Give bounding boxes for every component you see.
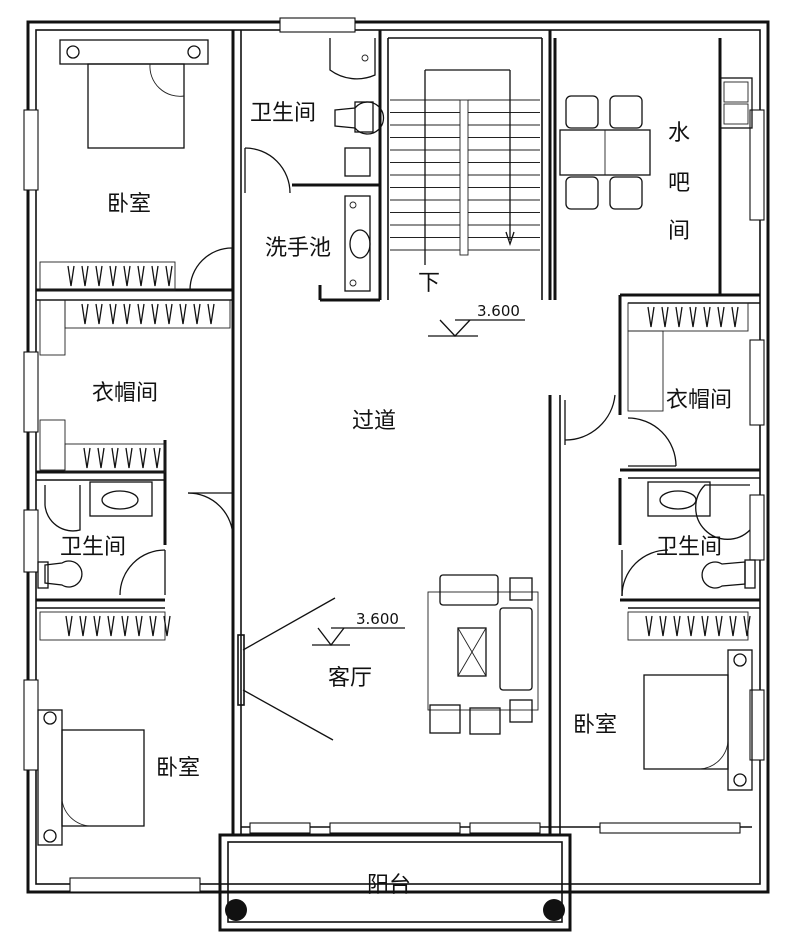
wardrobe-hangers xyxy=(83,447,161,469)
wardrobe-hangers xyxy=(647,306,739,328)
wardrobe-hangers xyxy=(65,615,171,637)
furniture xyxy=(37,39,753,921)
elevation-top: 3.600 xyxy=(477,302,520,320)
room-labels: 卧室 卫生间 洗手池 下 水 吧 间 3.600 过道 衣帽间 衣帽间 卫生间 … xyxy=(60,101,732,898)
elevation-living: 3.600 xyxy=(356,610,399,628)
label-bathroom-right: 卫生间 xyxy=(656,535,722,560)
label-closet-left: 衣帽间 xyxy=(92,381,158,406)
label-water-bar-3: 间 xyxy=(668,219,690,244)
label-stair-down: 下 xyxy=(418,271,440,296)
label-bathroom-left: 卫生间 xyxy=(60,535,126,560)
label-living-room: 客厅 xyxy=(328,666,372,691)
label-closet-right: 衣帽间 xyxy=(666,388,732,413)
label-bathroom-top: 卫生间 xyxy=(250,101,316,126)
label-balcony: 阳台 xyxy=(367,873,411,898)
wardrobe-hangers xyxy=(81,303,215,325)
label-water-bar-2: 吧 xyxy=(668,171,690,196)
label-corridor: 过道 xyxy=(352,409,396,434)
label-bedroom-bottom-right: 卧室 xyxy=(573,713,617,738)
interior-walls xyxy=(36,30,760,835)
label-bedroom-top-left: 卧室 xyxy=(107,192,151,217)
fixtures xyxy=(37,38,756,589)
wardrobe-hangers xyxy=(645,615,751,637)
wardrobes xyxy=(39,261,751,641)
outer-walls xyxy=(26,20,770,932)
elevation-markers xyxy=(312,319,525,647)
staircase xyxy=(390,69,540,265)
label-washbasin: 洗手池 xyxy=(265,236,331,261)
wardrobe-hangers xyxy=(67,265,173,287)
label-water-bar-1: 水 xyxy=(668,121,690,146)
doors xyxy=(119,147,677,741)
label-bedroom-bottom-left: 卧室 xyxy=(156,756,200,781)
windows xyxy=(23,17,765,893)
